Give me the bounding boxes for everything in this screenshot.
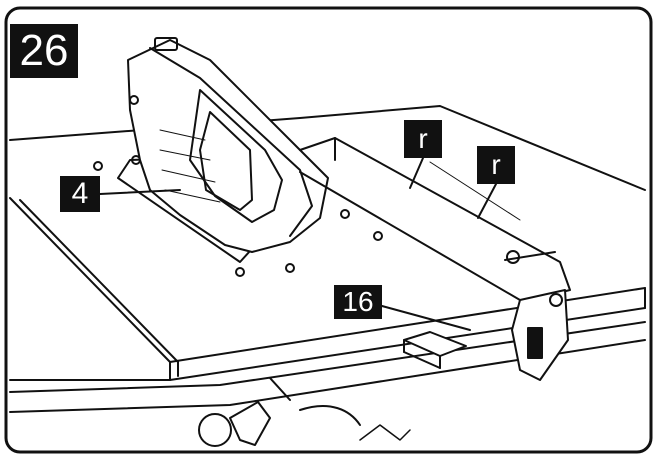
tilt-knob (198, 401, 411, 447)
leader-16 (381, 305, 471, 331)
callout-fence-mark-right: r (477, 146, 515, 184)
leader-r1 (409, 157, 424, 189)
callout-blade-guard: 4 (60, 176, 100, 212)
callout-fence-lock: 16 (334, 285, 382, 319)
leader-r2 (477, 183, 497, 219)
leader-4 (99, 189, 181, 195)
fence-lock-latch (403, 331, 467, 369)
step-number-badge: 26 (10, 24, 78, 78)
rip-fence (299, 137, 571, 301)
blade-guard (127, 37, 329, 253)
saw-table (9, 105, 646, 413)
figure-border (4, 6, 653, 454)
fence-lock-handle (511, 289, 569, 381)
callout-fence-mark-left: r (404, 120, 442, 158)
